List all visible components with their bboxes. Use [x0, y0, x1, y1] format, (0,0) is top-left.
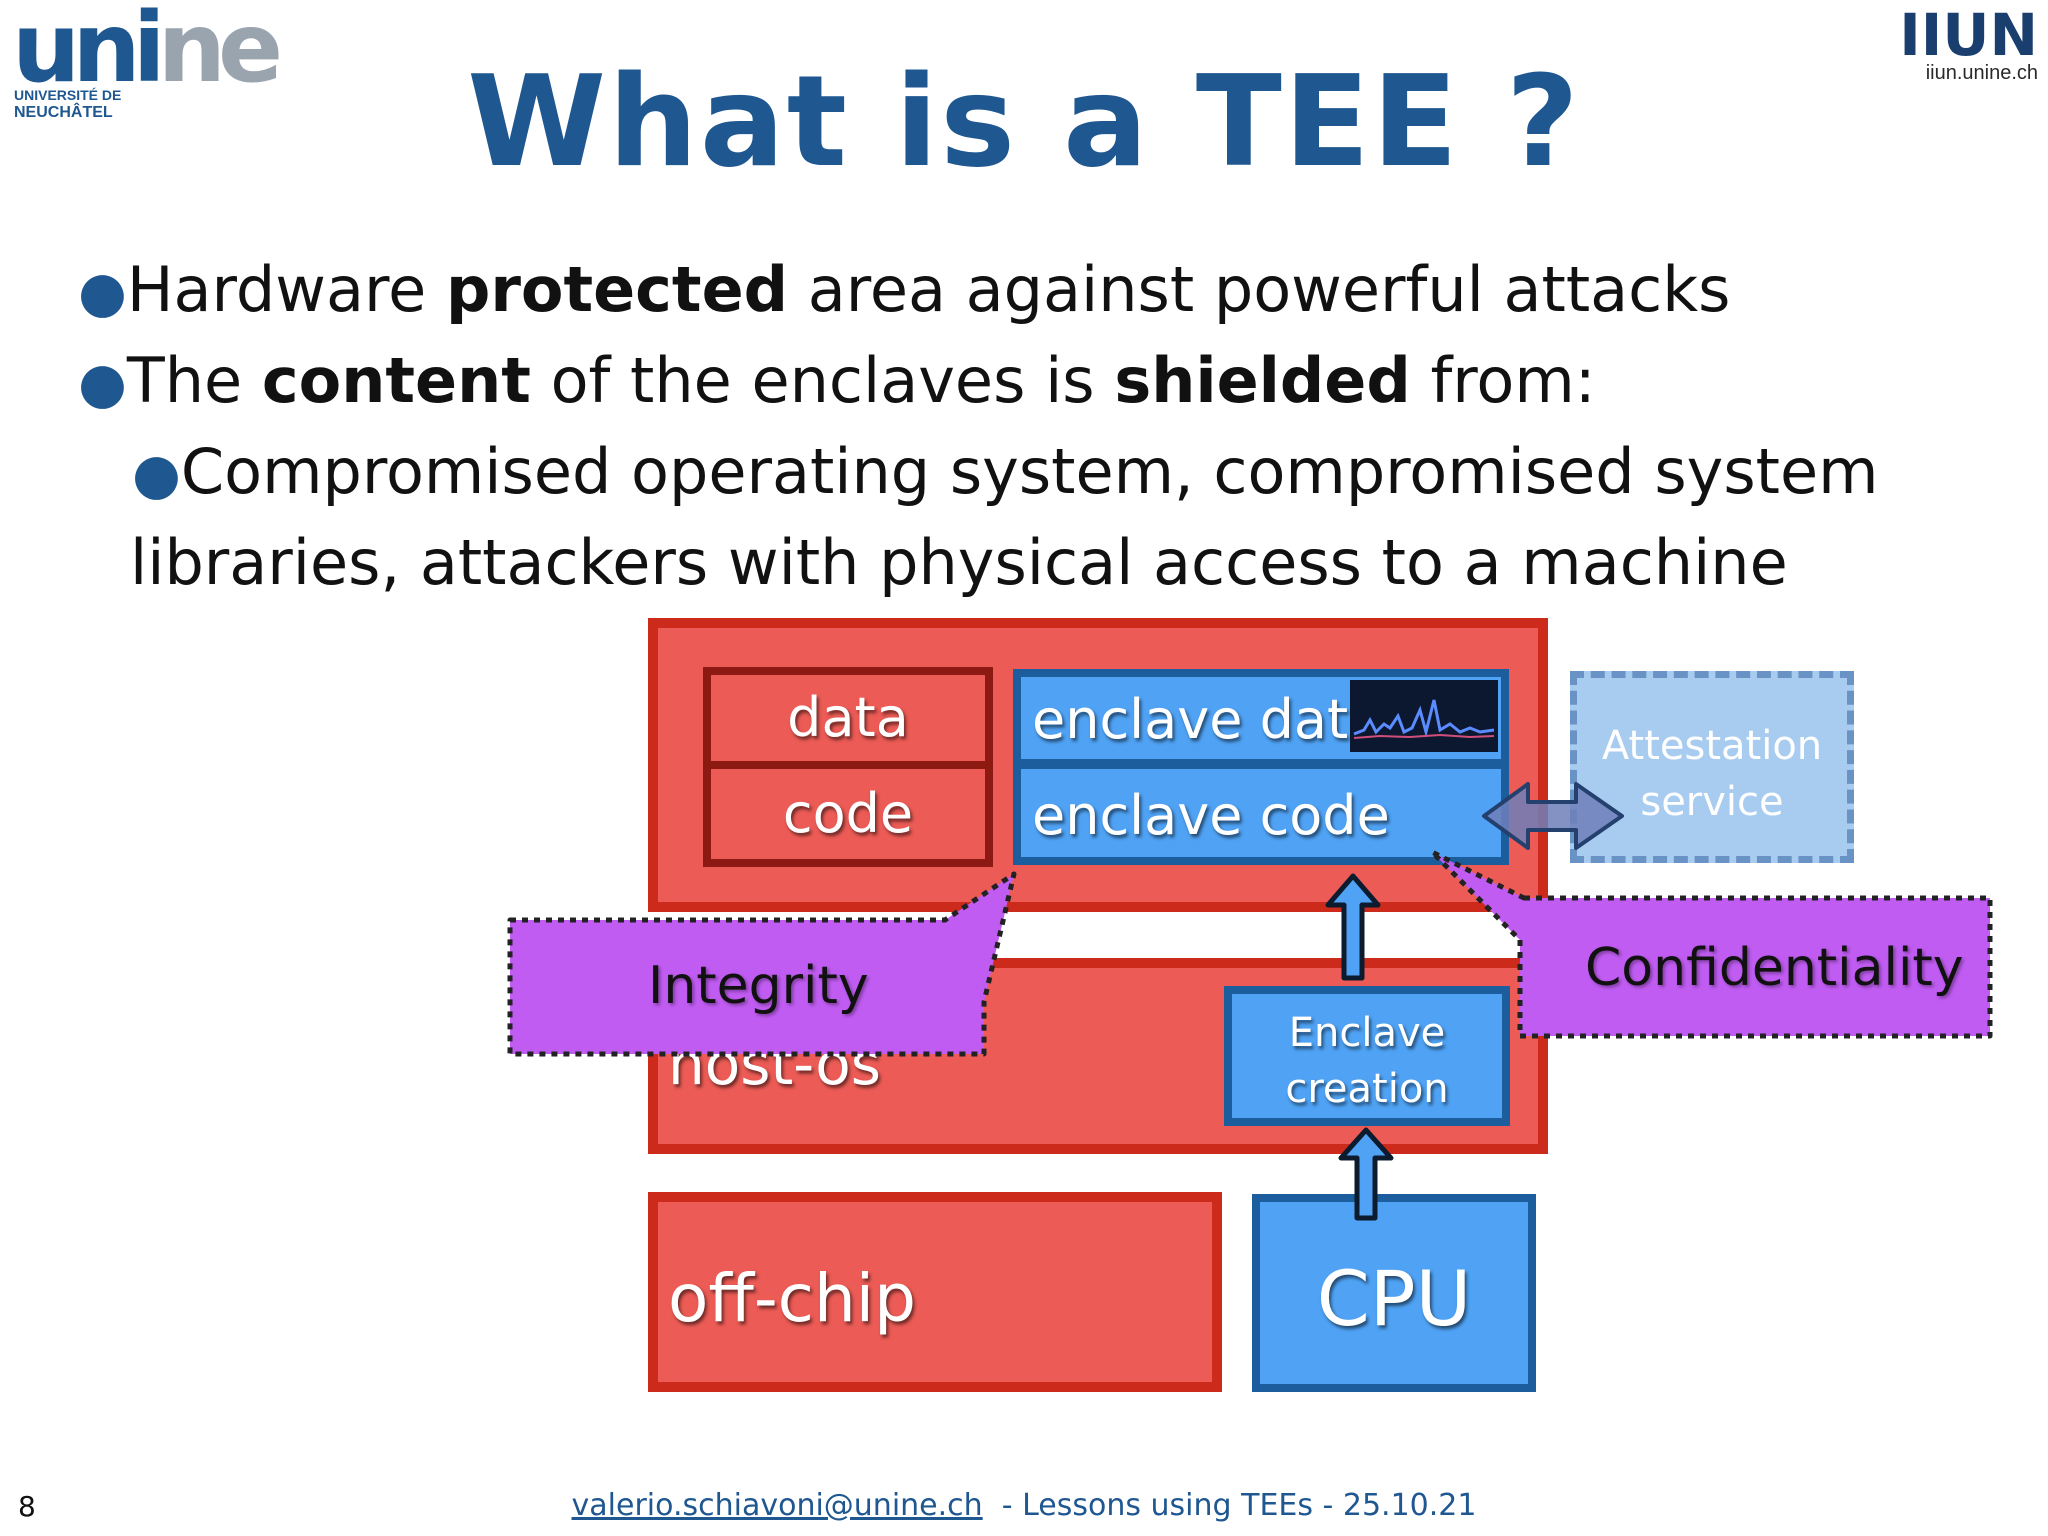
enclave-data-label: enclave data [1032, 688, 1382, 751]
cpu-box [1252, 1194, 1536, 1392]
unine-logo-caption: UNIVERSITÉ DE NEUCHÂTEL [14, 86, 154, 122]
up-arrow-icon [1338, 1127, 1394, 1221]
unine-logo: unine [12, 0, 283, 104]
iiun-logo-url: iiun.unine.ch [1925, 62, 2038, 84]
slide-footer: valerio.schiavoni@unine.ch - Lessons usi… [0, 1488, 2048, 1523]
bullet-dot-icon: ● [78, 260, 127, 325]
enclave-creation-box [1224, 986, 1510, 1126]
integrity-label: Integrity [648, 956, 869, 1016]
bullet-dot-icon: ● [132, 442, 181, 507]
iiun-logo: IIUN iiun.unine.ch [1899, 6, 2038, 84]
code-label: code [782, 782, 914, 845]
iiun-logo-name: IIUN [1899, 1, 2038, 69]
footer-text: - Lessons using TEEs - 25.10.21 [982, 1488, 1477, 1523]
enclave-code-box [1013, 761, 1509, 865]
attestation-label-2: service [1640, 779, 1784, 825]
code-box [703, 761, 993, 867]
attestation-service-box: Attestation service [1570, 671, 1854, 863]
off-chip-label: off-chip [668, 1260, 917, 1337]
sub-bullet-continuation: libraries, attackers with physical acces… [130, 526, 1788, 599]
slide-number: 8 [18, 1490, 36, 1523]
double-arrow-icon [1482, 782, 1624, 850]
data-label: data [787, 686, 909, 749]
attestation-label-1: Attestation [1601, 723, 1823, 769]
unine-caption-line1: UNIVERSITÉ DE [14, 87, 122, 103]
author-email-link[interactable]: valerio.schiavoni@unine.ch [571, 1488, 983, 1523]
bullet-2: ●The content of the enclaves is shielded… [78, 344, 1596, 417]
unine-caption-line2: NEUCHÂTEL [14, 104, 113, 121]
sub-bullet: ●Compromised operating system, compromis… [132, 435, 1879, 508]
enclave-data-thumbnail [1350, 680, 1498, 752]
cpu-label: CPU [1316, 1254, 1472, 1343]
enclave-creation-label-1: Enclave [1288, 1010, 1446, 1056]
confidentiality-label: Confidentiality [1585, 938, 1964, 998]
slide-title: What is a TEE ? [467, 48, 1581, 195]
up-arrow-icon [1325, 873, 1381, 981]
enclave-creation-label-2: creation [1285, 1066, 1449, 1112]
waveform-icon [1353, 699, 1495, 739]
integrity-callout [507, 871, 1017, 1057]
enclave-code-label: enclave code [1032, 784, 1390, 847]
bullet-dot-icon: ● [78, 351, 127, 416]
bullet-1: ●Hardware protected area against powerfu… [78, 253, 1731, 326]
off-chip-box [648, 1192, 1222, 1392]
confidentiality-callout [1429, 849, 1993, 1039]
